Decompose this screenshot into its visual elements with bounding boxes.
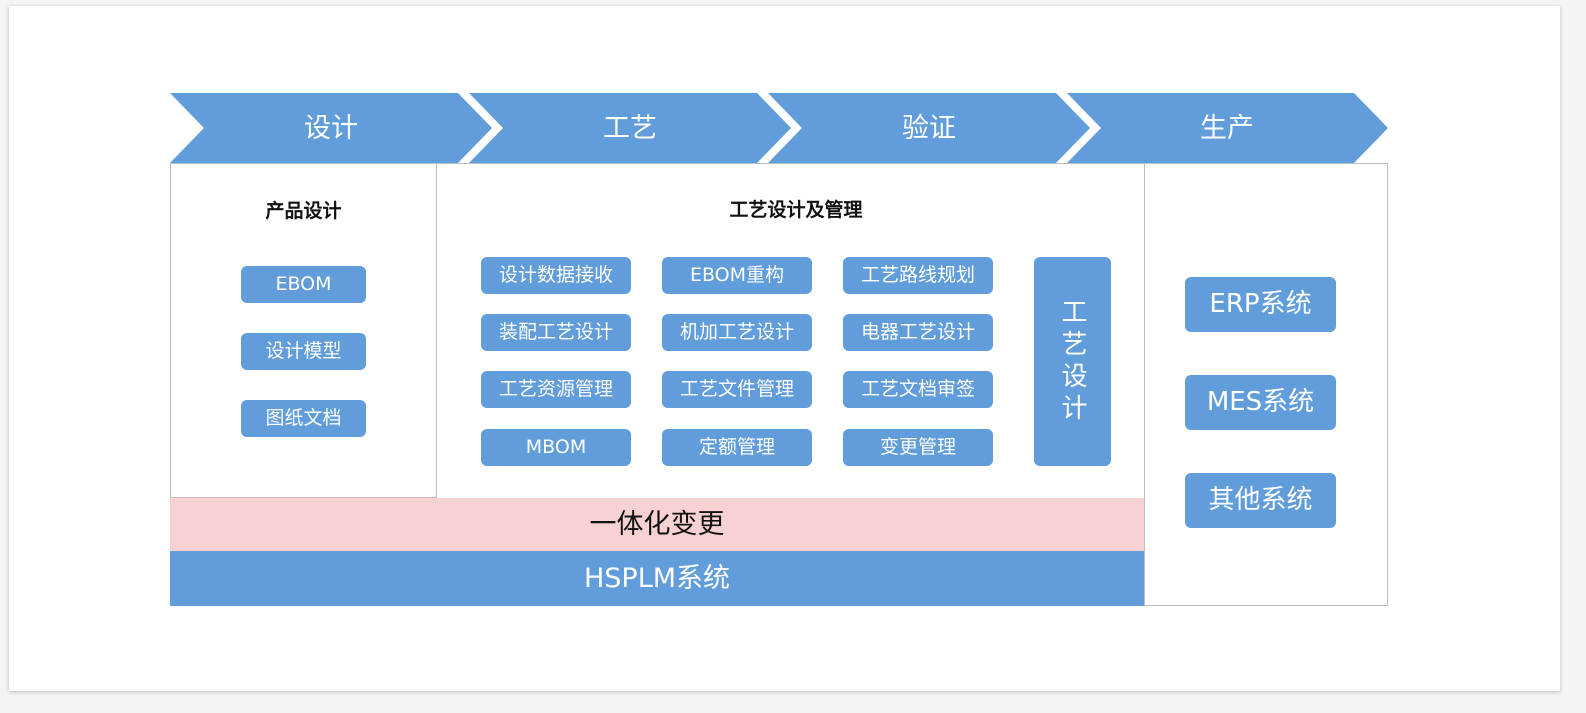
process-item: 变更管理 bbox=[843, 429, 993, 466]
process-item: MBOM bbox=[481, 429, 631, 466]
stage-label-verify: 验证 bbox=[902, 113, 956, 144]
process-item: 电器工艺设计 bbox=[843, 314, 993, 351]
system-other: 其他系统 bbox=[1185, 473, 1336, 528]
process-item: 工艺资源管理 bbox=[481, 371, 631, 408]
stage-label-process: 工艺 bbox=[603, 113, 657, 144]
process-item: 定额管理 bbox=[662, 429, 812, 466]
system-mes: MES系统 bbox=[1185, 375, 1336, 430]
stage-label-design: 设计 bbox=[304, 113, 358, 144]
design-item-ebom: EBOM bbox=[241, 266, 366, 303]
process-item: 机加工艺设计 bbox=[662, 314, 812, 351]
process-item: EBOM重构 bbox=[662, 257, 812, 294]
design-item-drawings: 图纸文档 bbox=[241, 400, 366, 437]
integrated-change-bar: 一体化变更 bbox=[170, 498, 1144, 551]
design-item-model: 设计模型 bbox=[241, 333, 366, 370]
process-design-vertical-label: 工艺设计 bbox=[1057, 297, 1087, 426]
stage-label-production: 生产 bbox=[1200, 113, 1254, 144]
process-item: 工艺文档审签 bbox=[843, 371, 993, 408]
process-item: 设计数据接收 bbox=[481, 257, 631, 294]
process-management-title: 工艺设计及管理 bbox=[729, 199, 863, 221]
process-design-vertical-block: 工艺设计 bbox=[1034, 257, 1111, 466]
process-item: 工艺路线规划 bbox=[843, 257, 993, 294]
hsplm-system-bar: HSPLM系统 bbox=[170, 551, 1144, 606]
product-design-panel bbox=[170, 163, 437, 498]
process-item: 装配工艺设计 bbox=[481, 314, 631, 351]
process-item: 工艺文件管理 bbox=[662, 371, 812, 408]
system-erp: ERP系统 bbox=[1185, 277, 1336, 332]
product-design-title: 产品设计 bbox=[265, 200, 342, 222]
